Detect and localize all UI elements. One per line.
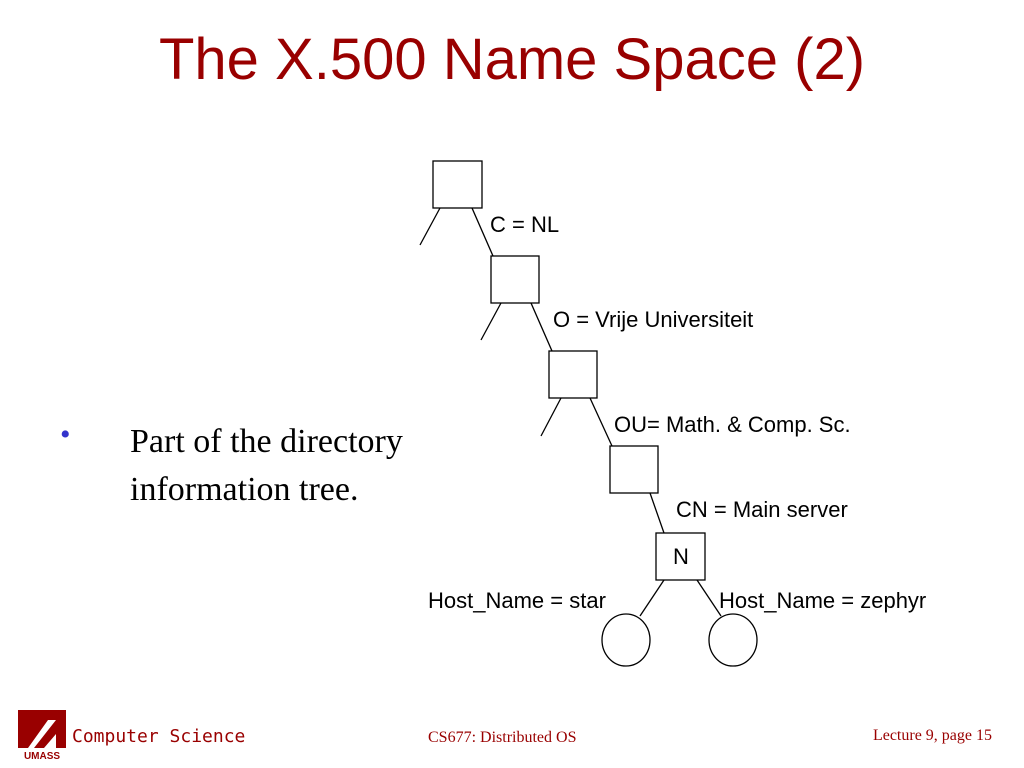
edge-label-org-unit: OU= Math. & Comp. Sc. xyxy=(614,412,851,437)
tree-edge-country-organization xyxy=(530,302,553,352)
bullet-marker: • xyxy=(60,418,71,451)
edge-label-host-zephyr: Host_Name = zephyr xyxy=(719,588,926,613)
tree-edge-root-country xyxy=(471,207,494,257)
tree-node-country xyxy=(490,255,540,304)
bullet-text: Part of the directory information tree. xyxy=(130,423,403,508)
tree-node-org-unit xyxy=(609,445,659,494)
tree-leaf-zephyr xyxy=(708,613,758,667)
umass-logo: UMASS xyxy=(18,710,66,762)
tree-node-main-server-label: N xyxy=(673,544,689,569)
footer-department: Computer Science xyxy=(72,726,246,747)
tree-node-organization xyxy=(548,350,598,399)
footer-page-number: Lecture 9, page 15 xyxy=(872,727,992,744)
tree-edge-main-server-zephyr xyxy=(696,579,722,617)
tree-node-main-server xyxy=(655,532,706,581)
tree-node-root xyxy=(432,160,483,209)
tree-edge-main-server-star xyxy=(639,579,665,617)
tree-edge-organization-left xyxy=(540,397,562,437)
edge-label-host-star: Host_Name = star xyxy=(428,588,606,613)
edge-label-country: C = NL xyxy=(490,212,559,237)
edge-label-common-name: CN = Main server xyxy=(676,497,848,522)
umass-logo-letters: UMASS xyxy=(24,751,60,762)
tree-edge-country-left xyxy=(480,302,502,341)
tree-edge-organization-org-unit xyxy=(589,397,613,447)
tree-leaf-star xyxy=(601,613,651,667)
footer-course: CS677: Distributed OS xyxy=(428,729,577,746)
edge-label-organization: O = Vrije Universiteit xyxy=(553,307,753,332)
slide-title: The X.500 Name Space (2) xyxy=(158,27,866,92)
tree-edge-root-left xyxy=(419,207,441,246)
tree-edge-org-unit-main-server xyxy=(649,492,665,534)
